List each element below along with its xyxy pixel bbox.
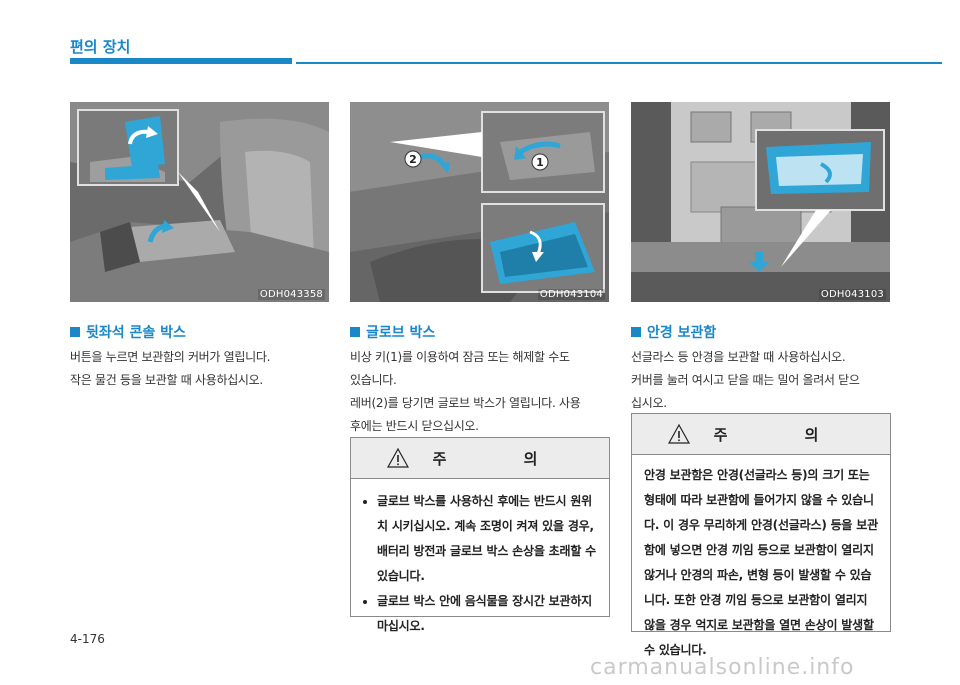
section-body-rear-console: 버튼을 누르면 보관함의 커버가 열립니다. 작은 물건 등을 보관할 때 사용… <box>70 346 335 392</box>
watermark: carmanualsonline.info <box>590 655 855 680</box>
body-line: 있습니다. <box>350 373 397 387</box>
figure-code: ODH043358 <box>257 289 325 300</box>
warning-triangle-icon <box>386 448 409 468</box>
section-title-text: 글로브 박스 <box>366 325 436 341</box>
bullet-square-icon <box>350 327 360 337</box>
body-line: 버튼을 누르면 보관함의 커버가 열립니다. <box>70 350 271 364</box>
body-line: 선글라스 등 안경을 보관할 때 사용하십시오. <box>631 350 846 364</box>
section-body-sunglass-holder: 선글라스 등 안경을 보관할 때 사용하십시오. 커버를 눌러 여시고 닫을 때… <box>631 346 896 415</box>
section-body-glove-box: 비상 키(1)를 이용하여 잠금 또는 해제할 수도 있습니다. 레버(2)를 … <box>350 346 615 438</box>
bullet-square-icon <box>70 327 80 337</box>
section-title-text: 안경 보관함 <box>647 325 717 341</box>
caution-item: 글로브 박스 안에 음식물을 장시간 보관하지 마십시오. <box>377 589 597 639</box>
callout-2: 2 <box>404 150 422 168</box>
page-number: 4-176 <box>70 632 105 646</box>
caution-item: 글로브 박스를 사용하신 후에는 반드시 원위치 시키십시오. 계속 조명이 켜… <box>377 489 597 589</box>
body-line: 레버(2)를 당기면 글로브 박스가 열립니다. 사용 <box>350 396 581 410</box>
section-title-sunglass-holder: 안경 보관함 <box>631 322 716 342</box>
figure-glove-box: 2 1 ODH043104 <box>350 102 609 302</box>
figure-code: ODH043103 <box>818 289 886 300</box>
header-rule-thin <box>296 62 942 64</box>
caution-heading: 주 의 <box>432 449 574 468</box>
bullet-square-icon <box>631 327 641 337</box>
body-line: 커버를 눌러 여시고 닫을 때는 밀어 올려서 닫으 <box>631 373 860 387</box>
caution-text: 안경 보관함은 안경(선글라스 등)의 크기 또는 형태에 따라 보관함에 들어… <box>644 468 878 657</box>
figure-rear-console: ODH043358 <box>70 102 329 302</box>
callout-2-label: 2 <box>409 153 417 166</box>
section-title-glove-box: 글로브 박스 <box>350 322 435 342</box>
figure-sunglass-holder: ODH043103 <box>631 102 890 302</box>
callout-1-label: 1 <box>536 156 544 169</box>
figure-code: ODH043104 <box>537 289 605 300</box>
caution-box-glove-box: 주 의 글로브 박스를 사용하신 후에는 반드시 원위치 시키십시오. 계속 조… <box>350 437 610 633</box>
caution-header: 주 의 <box>632 414 890 455</box>
body-line: 십시오. <box>631 396 667 410</box>
section-title-rear-console: 뒷좌석 콘솔 박스 <box>70 322 186 342</box>
section-title-text: 뒷좌석 콘솔 박스 <box>86 325 186 341</box>
body-line: 후에는 반드시 닫으십시오. <box>350 419 479 433</box>
callout-1: 1 <box>531 153 549 171</box>
header-rule-thick <box>70 58 292 64</box>
caution-heading: 주 의 <box>713 425 855 444</box>
body-line: 비상 키(1)를 이용하여 잠금 또는 해제할 수도 <box>350 350 570 364</box>
section-header-title: 편의 장치 <box>70 38 131 56</box>
warning-triangle-icon <box>667 424 690 444</box>
caution-header: 주 의 <box>351 438 609 479</box>
body-line: 작은 물건 등을 보관할 때 사용하십시오. <box>70 373 263 387</box>
caution-box-sunglass-holder: 주 의 안경 보관함은 안경(선글라스 등)의 크기 또는 형태에 따라 보관함… <box>631 413 891 657</box>
